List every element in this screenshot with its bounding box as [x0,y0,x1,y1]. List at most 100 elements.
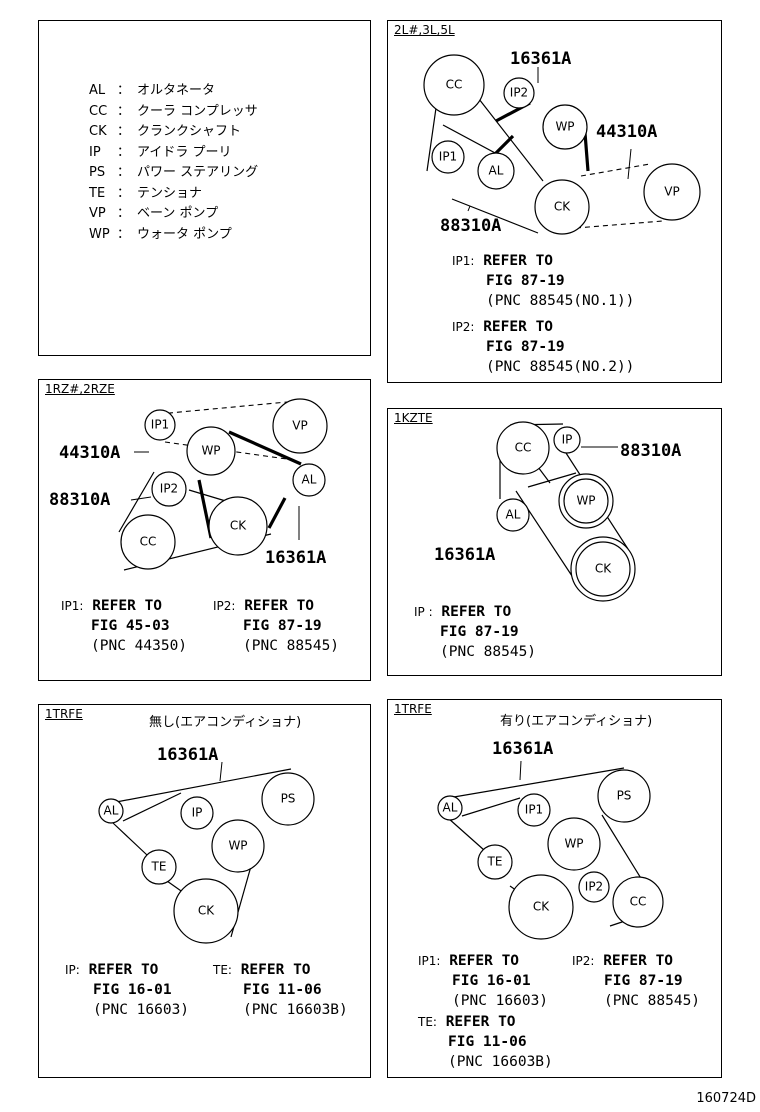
svg-text:IP2: IP2 [585,880,603,894]
legend-row: CC：クーラ コンプレッサ [89,103,258,119]
leader-lines [467,67,632,212]
svg-text:IP1: IP1 [151,418,169,432]
svg-text:WP: WP [201,444,220,458]
note-ip2: IP2: REFER TO FIG 87-19 (PNC 88545) [213,598,340,654]
panel-1rz-2rze: 1RZ#,2RZE IP1 VP WP AL IP2 CK CC 44310A … [38,379,371,681]
leader-lines [219,761,223,782]
legend-row: TE：テンショナ [89,185,203,201]
pulley-te [477,844,513,880]
part-88310a: 88310A [49,490,110,510]
pulley-wp [211,819,265,873]
pulley-wp [547,817,601,871]
pulley-al [437,795,463,821]
pulley-ps [597,769,651,823]
svg-text:CC: CC [515,441,532,455]
note-ip2: IP2: REFER TO FIG 87-19 (PNC 88545(NO.2)… [452,319,635,375]
pulley-wp [186,426,236,476]
pulley-ip1 [431,140,465,174]
pulley-ip2 [578,871,610,903]
pulley-wp [542,104,588,150]
pulley-vp [643,163,701,221]
legend-row: VP：ベーン ポンプ [89,206,219,221]
part-44310a: 44310A [596,122,657,142]
svg-text:PS: PS [617,789,632,803]
panel-1trfe-no-ac: 1TRFE 無し(エアコンディショナ) AL IP PS WP TE CK 16… [38,704,371,1078]
svg-text:VP: VP [664,185,679,199]
panel-1kzte: 1KZTE CC IP WP AL CK 88310A 16361A IP : … [387,408,722,676]
pulley-ip [180,796,214,830]
pulley-ck [173,878,239,944]
pulley-al [477,152,515,190]
part-16361a: 16361A [434,545,495,565]
part-44310a: 44310A [59,443,120,463]
part-16361a: 16361A [157,745,218,765]
svg-text:CK: CK [595,562,612,576]
svg-text:TE: TE [487,855,503,869]
svg-text:IP: IP [562,433,573,447]
engine-tag: 2L#,3L,5L [394,23,455,37]
legend-row: WP：ウォータ ポンプ [89,226,232,242]
panel-1trfe-ac: 1TRFE 有り(エアコンディショナ) AL IP1 PS WP TE IP2 … [387,699,722,1078]
note-ip1: IP1: REFER TO FIG 45-03 (PNC 44350) [61,598,188,654]
pulley-wp [563,478,609,524]
figure-number: 160724D [696,1091,756,1106]
svg-text:AL: AL [104,804,119,818]
svg-text:CK: CK [533,900,550,914]
svg-text:IP1: IP1 [525,803,543,817]
svg-text:AL: AL [443,801,458,815]
panel-2l-3l-5l: 2L#,3L,5L CC IP2 WP IP1 AL CK VP 16361A … [387,20,722,383]
legend-panel: AL：オルタネータ CC：クーラ コンプレッサ CK：クランクシャフト IP：ア… [38,20,371,356]
pulley-ps [261,772,315,826]
pulley-ck [208,496,268,556]
leader-lines [519,760,522,781]
note-ip1: IP1: REFER TO FIG 87-19 (PNC 88545(NO.1)… [452,253,635,309]
svg-text:IP: IP [192,806,203,820]
pulley-al [292,463,326,497]
svg-text:TE: TE [151,860,167,874]
pulley-te [141,849,177,885]
belt-diagram-1tr-b: AL IP1 PS WP TE IP2 CK CC 16361A [437,739,664,940]
svg-text:WP: WP [576,494,595,508]
part-88310a: 88310A [620,441,681,461]
note-te: TE: REFER TO FIG 11-06 (PNC 16603B) [213,962,348,1018]
note-ip: IP: REFER TO FIG 16-01 (PNC 16603) [65,962,190,1018]
part-16361a: 16361A [510,49,571,69]
note-te: TE: REFER TO FIG 11-06 (PNC 16603B) [418,1014,553,1070]
belt-diagram-1tr-a: AL IP PS WP TE CK 16361A [98,745,315,944]
svg-text:IP2: IP2 [510,86,528,100]
legend-list: AL：オルタネータ CC：クーラ コンプレッサ CK：クランクシャフト IP：ア… [89,81,258,245]
svg-text:WP: WP [228,839,247,853]
belt-vp [575,163,664,229]
engine-tag: 1KZTE [394,411,433,425]
pulley-al [98,798,124,824]
pulley-ip1 [517,793,551,827]
engine-tag: 1TRFE [394,702,432,716]
pulley-cc [120,514,176,570]
engine-tag: 1RZ#,2RZE [45,382,115,396]
note-ip1: IP1: REFER TO FIG 16-01 (PNC 16603) [418,953,549,1009]
panel-title: 無し(エアコンディショナ) [149,715,302,730]
pulley-ip [553,426,581,454]
part-16361a: 16361A [265,548,326,568]
belt-main [110,768,292,938]
pulley-ip1 [144,409,176,441]
svg-text:WP: WP [555,120,574,134]
legend-row: PS：パワー ステアリング [89,165,259,180]
pulley-ck [508,874,574,940]
pulley-al [496,498,530,532]
pulley-ck [534,179,590,235]
svg-text:AL: AL [506,508,521,522]
leader-lines [130,451,300,540]
svg-text:PS: PS [281,792,296,806]
pulley-ck [575,541,631,597]
belt-diagram-1kz: CC IP WP AL CK 88310A 16361A [434,421,681,602]
belt-diagram-1rz: IP1 VP WP AL IP2 CK CC 44310A 88310A 163… [49,398,328,571]
pulley-cc [612,876,664,928]
svg-text:VP: VP [292,419,307,433]
svg-text:CC: CC [140,535,157,549]
pulley-ip2 [503,77,535,109]
svg-text:AL: AL [489,164,504,178]
note-ip2: IP2: REFER TO FIG 87-19 (PNC 88545) [572,953,701,1009]
pulley-cc [423,54,485,116]
svg-text:AL: AL [302,473,317,487]
